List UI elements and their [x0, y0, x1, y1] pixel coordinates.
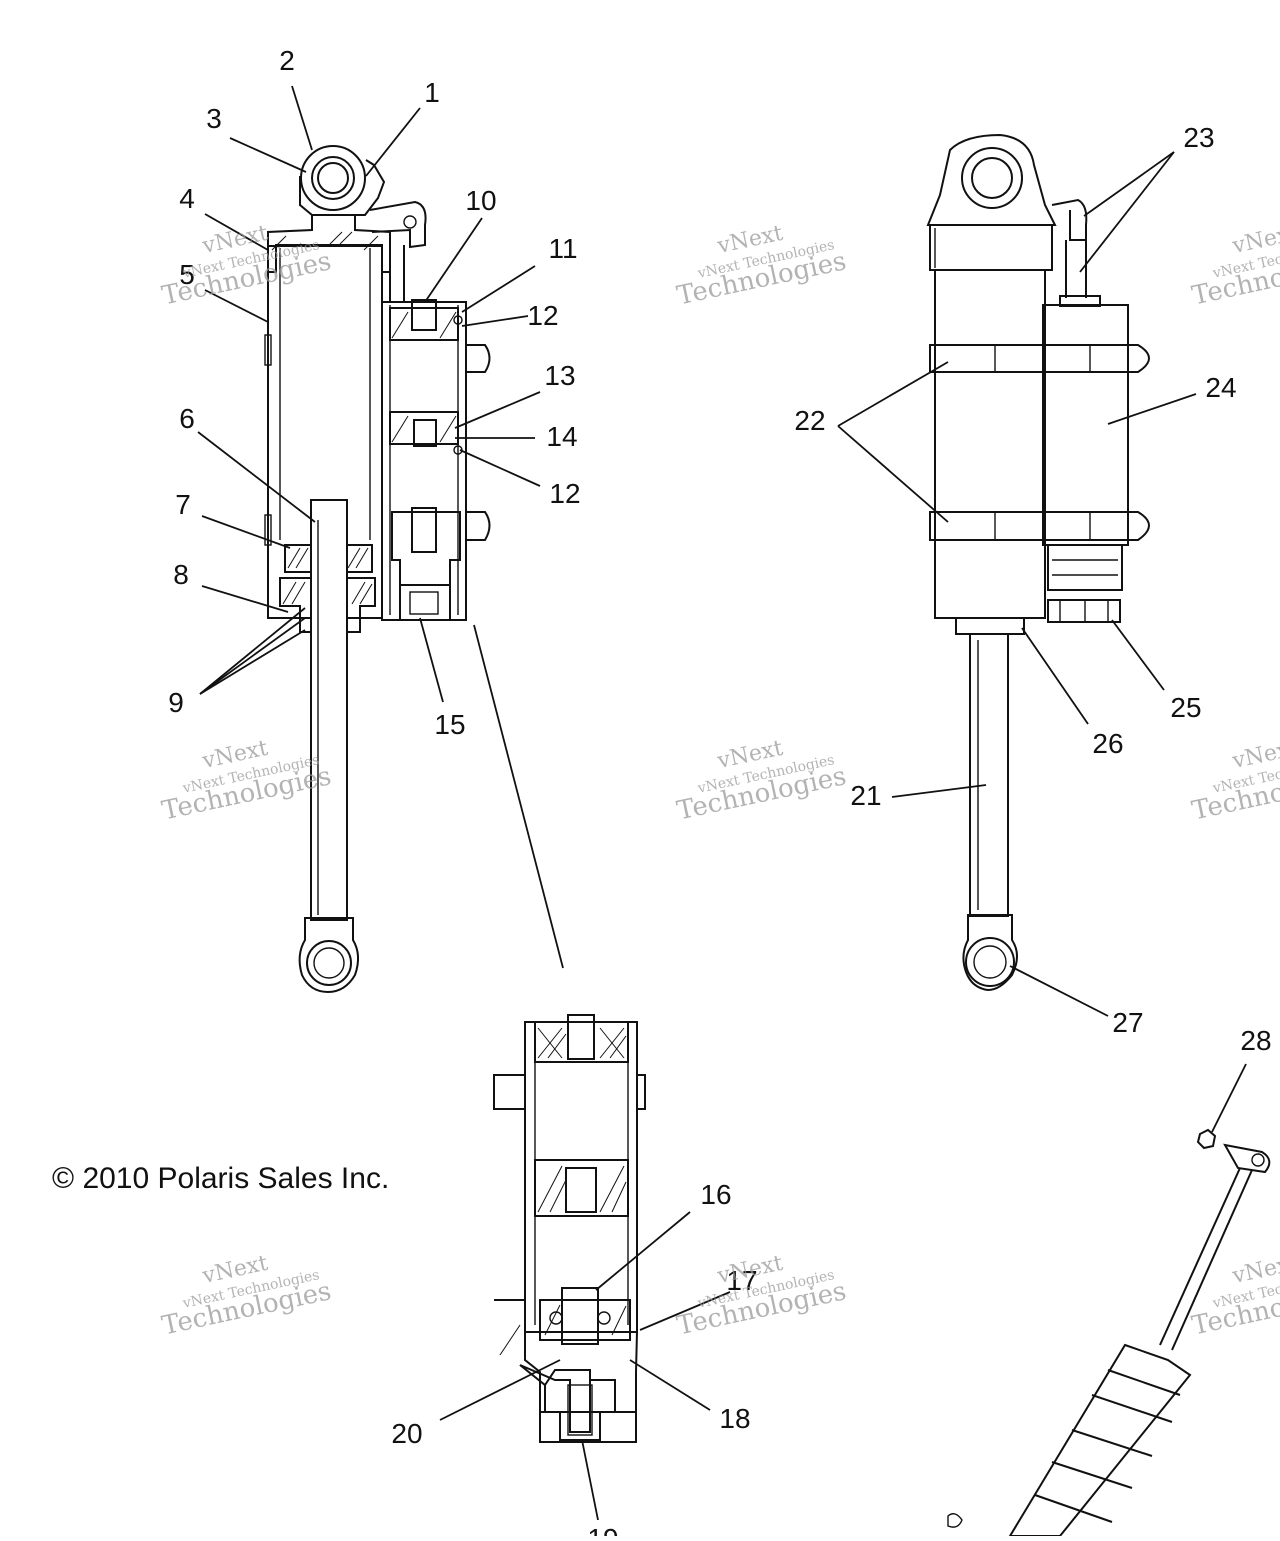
callout-labels: 1 2 3 4 5 6 7 8 9 10 11 12 13 14 12 15 1… [168, 45, 1271, 1541]
copyright-text: © 2010 Polaris Sales Inc. [52, 1162, 389, 1195]
reservoir-link-line [473, 624, 564, 969]
callout-5: 5 [179, 259, 195, 290]
leader-lines [197, 85, 1247, 1521]
angled-shock-reference [947, 1128, 1271, 1537]
callout-21: 21 [850, 780, 881, 811]
callout-1: 1 [424, 77, 440, 108]
callout-27: 27 [1112, 1007, 1143, 1038]
left-shock-cutaway [264, 145, 491, 994]
callout-6: 6 [179, 403, 195, 434]
watermark: vNext vNext Technologies Technologies [674, 221, 849, 312]
callout-25: 25 [1170, 692, 1201, 723]
callout-3: 3 [206, 103, 222, 134]
callout-7: 7 [175, 489, 191, 520]
callout-20: 20 [391, 1418, 422, 1449]
reservoir-cutaway [493, 1014, 646, 1443]
callout-2: 2 [279, 45, 295, 76]
watermark: vNext vNext Technologies Technologies [159, 736, 334, 827]
right-shock-assembled [926, 133, 1150, 992]
callout-8: 8 [173, 559, 189, 590]
callout-18: 18 [719, 1403, 750, 1434]
callout-22: 22 [794, 405, 825, 436]
callout-12b: 12 [549, 478, 580, 509]
watermark: vNext vNext Technologies Technologies [1189, 1251, 1280, 1342]
callout-23: 23 [1183, 122, 1214, 153]
watermark: vNext vNext Technologies Technologies [1189, 736, 1280, 827]
watermark: vNext vNext Technologies Technologies [674, 1251, 849, 1342]
callout-24: 24 [1205, 372, 1236, 403]
callout-13: 13 [544, 360, 575, 391]
callout-4: 4 [179, 183, 195, 214]
watermark: vNext vNext Technologies Technologies [674, 736, 849, 827]
callout-11: 11 [548, 233, 577, 264]
callout-10: 10 [465, 185, 496, 216]
watermark: vNext vNext Technologies Technologies [159, 1251, 334, 1342]
callout-9: 9 [168, 687, 184, 718]
callout-28: 28 [1240, 1025, 1271, 1056]
callout-19: 19 [587, 1523, 618, 1536]
callout-26: 26 [1092, 728, 1123, 759]
callout-17: 17 [726, 1265, 757, 1296]
callout-15: 15 [434, 709, 465, 740]
callout-12a: 12 [527, 300, 558, 331]
watermark: vNext vNext Technologies Technologies [1189, 221, 1280, 312]
callout-16: 16 [700, 1179, 731, 1210]
callout-14: 14 [546, 421, 577, 452]
